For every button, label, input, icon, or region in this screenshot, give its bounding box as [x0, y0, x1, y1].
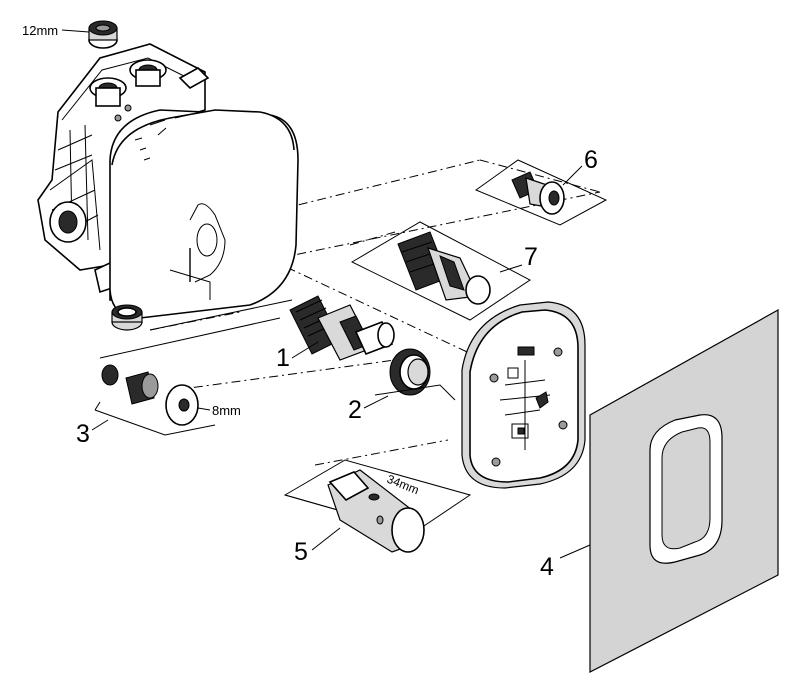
- wall-plate: [461, 301, 586, 489]
- part-2-ring: [374, 348, 456, 401]
- callout-5: 5: [294, 538, 308, 566]
- callout-2: 2: [348, 396, 362, 424]
- part-3-small-parts: [94, 364, 216, 436]
- callout-4: 4: [540, 553, 554, 581]
- plug-12mm: [61, 20, 118, 49]
- part-1-cartridge: [99, 295, 395, 361]
- bottom-plug: [111, 304, 143, 331]
- part-5-wrench: [283, 459, 472, 553]
- callout-1: 1: [276, 344, 290, 372]
- screw-size-label: 8mm: [212, 403, 241, 418]
- callout-7: 7: [524, 243, 538, 271]
- plug-size-label: 12mm: [22, 23, 58, 38]
- callout-3: 3: [76, 420, 90, 448]
- part-6-small-cartridge: [474, 159, 608, 226]
- rough-in-valve-body: [37, 43, 299, 319]
- part-4-template-sheet: [559, 308, 779, 673]
- callouts: 1 2 3 4 5 6 7: [76, 146, 598, 581]
- callout-6: 6: [584, 146, 598, 174]
- part-7-diverter-cartridge: [350, 221, 531, 321]
